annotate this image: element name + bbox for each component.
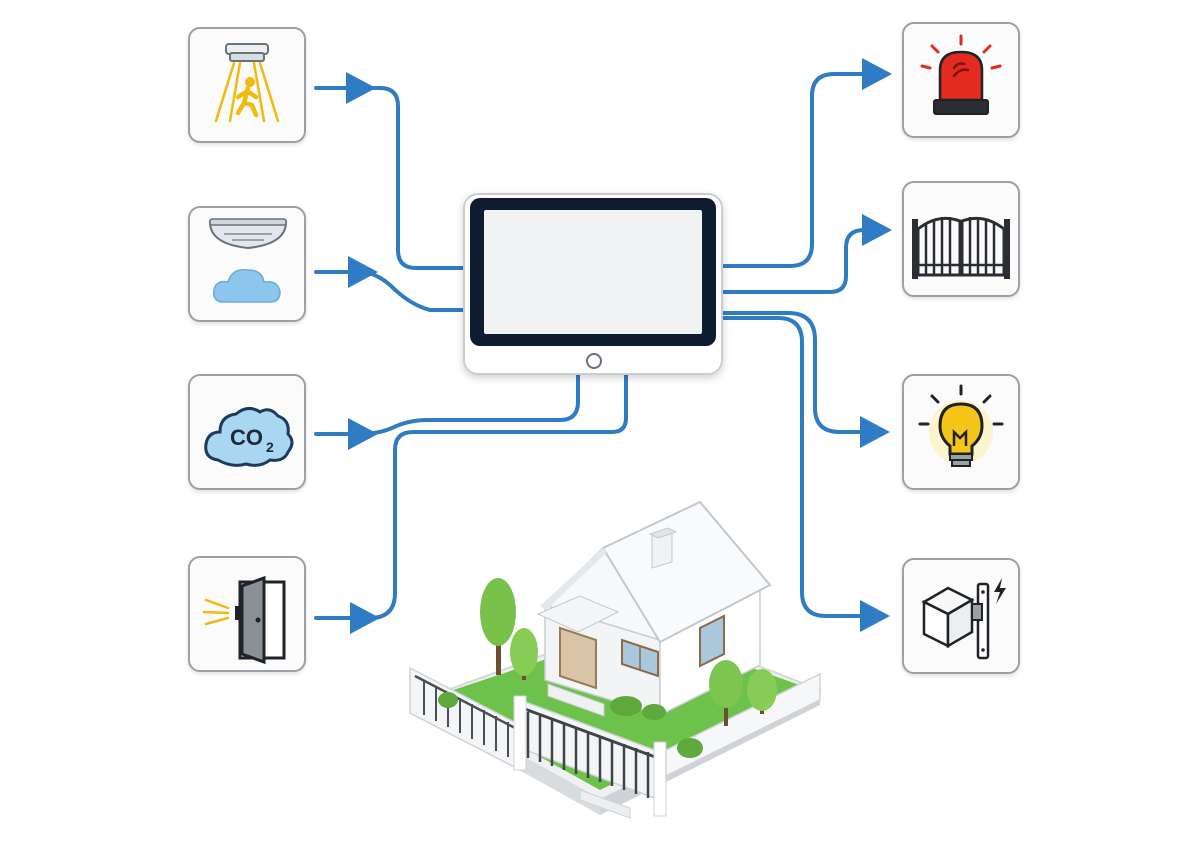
motion-sensor-card[interactable] xyxy=(188,27,306,143)
gate-icon xyxy=(912,216,1010,279)
connector-smoke xyxy=(314,270,466,312)
connector-gate xyxy=(722,228,872,294)
arrow-out-gate xyxy=(862,214,892,246)
smoke-detector-icon xyxy=(208,218,288,303)
co2-sensor-card[interactable]: CO 2 xyxy=(188,374,306,490)
connector-door xyxy=(314,372,628,620)
arrow-out-siren xyxy=(862,58,892,90)
door-sensor-icon xyxy=(202,575,286,665)
connector-lock xyxy=(722,316,870,618)
connector-siren xyxy=(722,72,870,268)
arrow-in-co2 xyxy=(348,418,378,450)
control-panel-tablet-icon xyxy=(463,193,723,375)
light-bulb-icon xyxy=(918,384,1004,467)
door-sensor-card[interactable] xyxy=(188,556,306,672)
co2-subscript: 2 xyxy=(266,439,274,455)
alarm-siren-card[interactable] xyxy=(902,22,1020,138)
smoke-detector-card[interactable] xyxy=(188,206,306,322)
house-illustration xyxy=(409,500,823,819)
motion-sensor-icon xyxy=(214,43,280,123)
connector-motion xyxy=(314,86,466,270)
arrow-out-lock xyxy=(860,600,890,632)
siren-icon xyxy=(920,34,1002,115)
arrow-in-door xyxy=(350,602,380,634)
electric-lock-icon xyxy=(921,578,1006,660)
arrow-out-light xyxy=(860,416,890,448)
door-lock-card[interactable] xyxy=(902,558,1020,674)
co2-cloud-icon: CO 2 xyxy=(204,407,294,467)
co2-label: CO xyxy=(230,425,263,450)
gate-card[interactable] xyxy=(902,181,1020,297)
home-button-icon xyxy=(586,353,602,369)
arrow-in-motion xyxy=(346,72,376,104)
connector-light xyxy=(722,311,870,434)
light-card[interactable] xyxy=(902,374,1020,490)
arrowheads xyxy=(346,58,892,634)
arrow-in-smoke xyxy=(348,256,378,288)
